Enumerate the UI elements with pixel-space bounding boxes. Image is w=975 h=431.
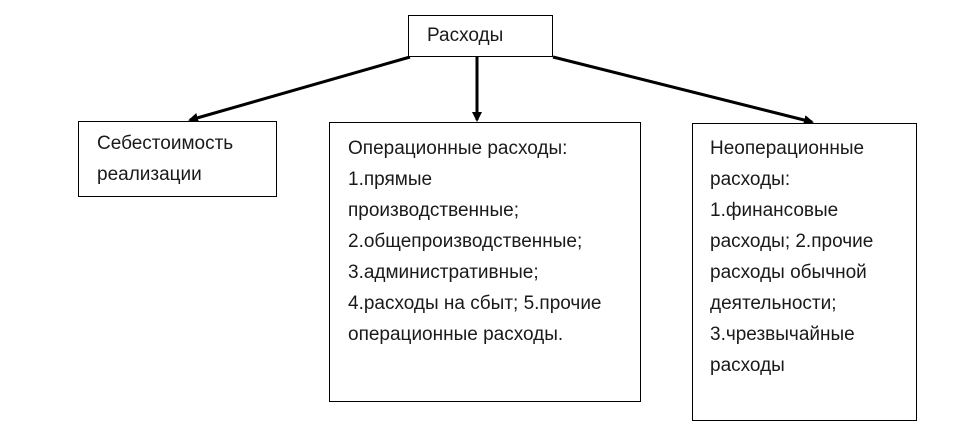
box-line: операционные расходы. [348,324,564,345]
box-line: 3.административные; [348,262,539,283]
box-line: расходы обычной [710,262,867,283]
box-line: Неоперационные [710,138,865,159]
cost-of-sales-box: Себестоимость реализации [78,121,277,197]
box-line: производственные; [348,200,519,221]
box-line: Операционные расходы: [348,138,568,159]
box-line: 2.общепроизводственные; [348,231,583,252]
root-node-box: Расходы [408,15,553,57]
operating-expenses-box: Операционные расходы: 1.прямые производс… [329,122,641,402]
box-line: расходы; 2.прочие [710,231,874,252]
box-line: расходы [710,355,785,376]
non-operating-expenses-box: Неоперационные расходы: 1.финансовые рас… [692,123,917,421]
arrow-to-left-box [188,55,411,123]
box-line: 3.чрезвычайные [710,324,855,345]
root-node-label: Расходы [427,25,504,46]
box-line: 1.финансовые [710,200,839,221]
box-line: 1.прямые [348,169,433,190]
box-line: 4.расходы на сбыт; 5.прочие [348,293,602,314]
box-line: реализации [97,164,202,185]
arrow-to-right-box [552,55,814,125]
box-line: деятельности; [710,293,837,314]
box-line: расходы: [710,169,791,190]
box-line: Себестоимость [97,133,234,154]
